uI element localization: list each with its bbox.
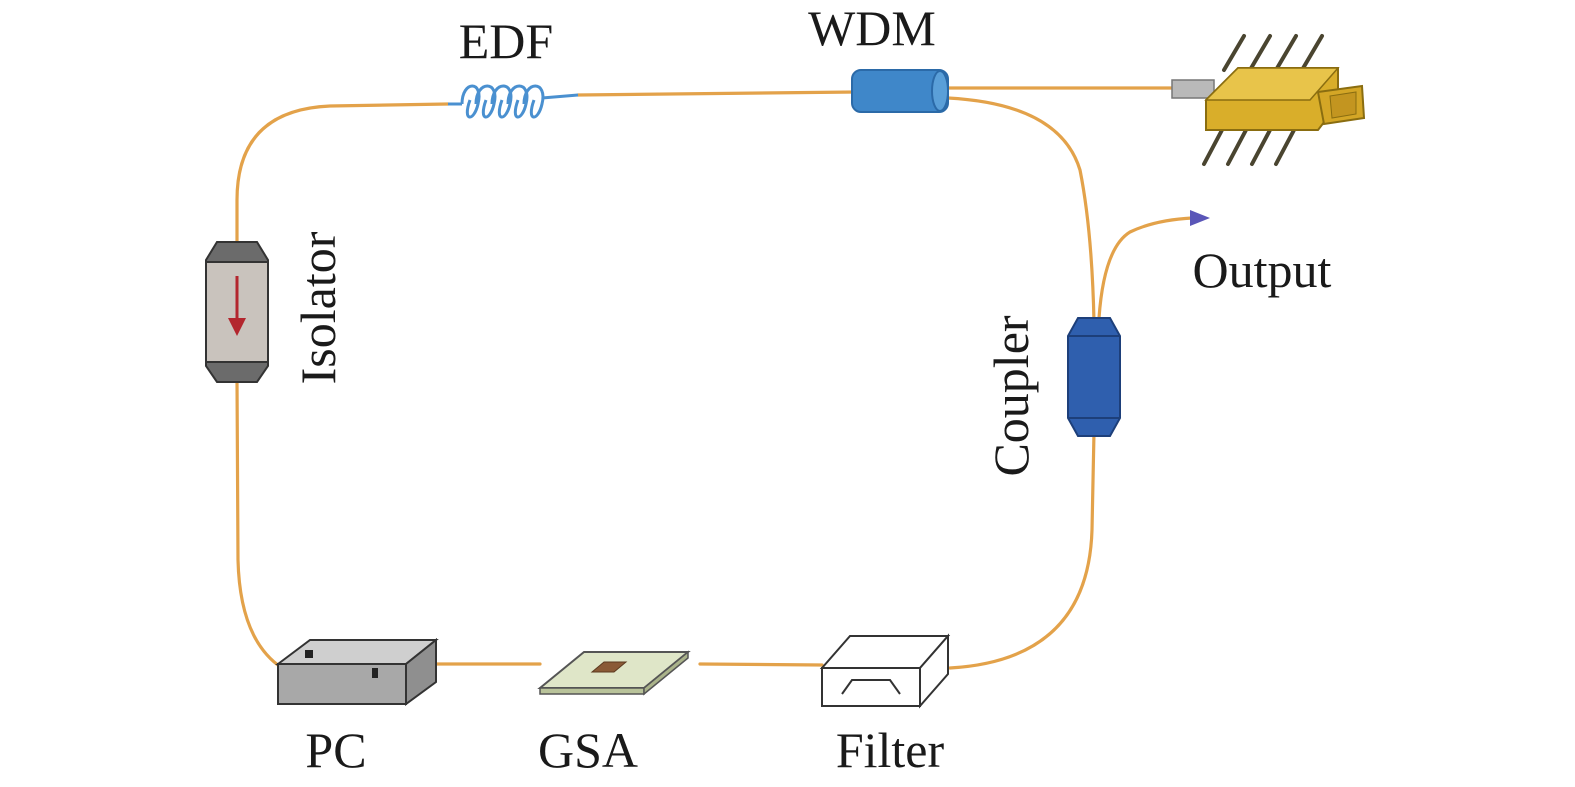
- fiber-wdm-coupler: [946, 96, 1096, 324]
- wdm-component: [851, 69, 949, 113]
- fiber-filter-gsa: [698, 662, 824, 667]
- filter-label: Filter: [836, 722, 945, 778]
- edf-label: EDF: [459, 13, 553, 69]
- fiber-isolator-edf: [235, 102, 450, 244]
- pc-component: [275, 637, 439, 706]
- coupler-component: [1067, 317, 1121, 437]
- isolator-label: Isolator: [290, 231, 346, 384]
- output-label: Output: [1193, 242, 1332, 298]
- edf-coil-icon: [448, 84, 579, 119]
- coupler-label: Coupler: [983, 315, 1039, 476]
- pump-laser-diode-icon: [1171, 34, 1366, 166]
- optical-isolator-icon: [205, 241, 269, 383]
- fiber-edf-wdm: [576, 90, 858, 97]
- output-arrow-icon: [1190, 210, 1210, 226]
- fiber-coupler-output: [1097, 216, 1194, 320]
- gsa-label: GSA: [538, 722, 638, 778]
- gsa-component: [537, 650, 691, 696]
- fiber-loop: [235, 86, 1194, 670]
- fiber-pc-isolator: [235, 378, 284, 670]
- wdm-label: WDM: [808, 0, 936, 56]
- filter-component: [819, 633, 951, 709]
- pc-label: PC: [305, 722, 366, 778]
- fiber-coupler-filter: [948, 430, 1096, 670]
